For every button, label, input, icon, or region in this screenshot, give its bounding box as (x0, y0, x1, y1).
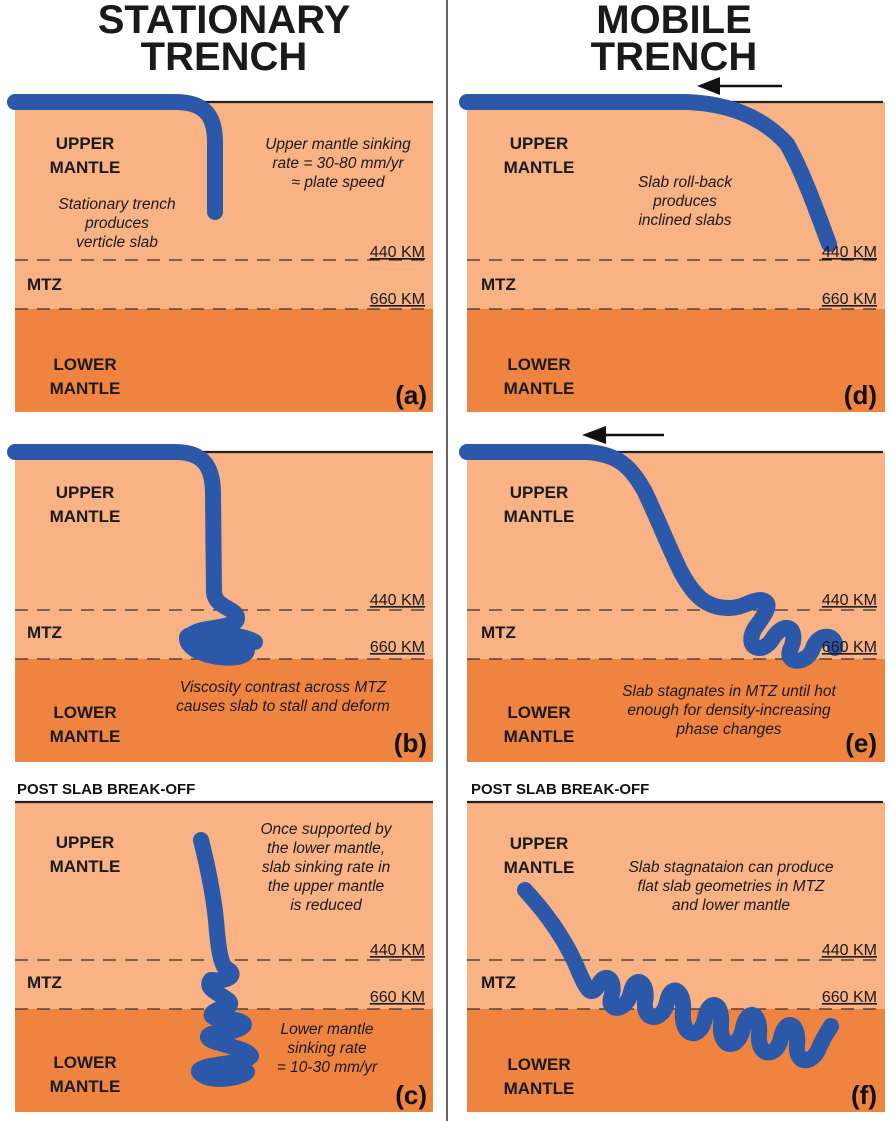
panel-e-upper-mantle-label-2: MANTLE (504, 507, 575, 526)
panel-a-note-2: rate = 30-80 mm/yr (272, 155, 404, 172)
panel-a-slab (7, 94, 223, 220)
panel-d-440-label: 440 KM (822, 244, 877, 261)
panel-c-upper-mantle-label-1: UPPER (56, 833, 115, 852)
panel-c-note-4: the upper mantle (268, 878, 385, 895)
panel-f-note-3: and lower mantle (672, 897, 790, 914)
panel-b-slab (7, 444, 263, 666)
panel-b-lower-mantle-label-2: MANTLE (50, 727, 121, 746)
panel-b-label: (b) (394, 728, 427, 758)
panel-b-note-2: causes slab to stall and deform (176, 698, 390, 715)
panel-d: UPPER MANTLE Slab roll-back produces inc… (459, 94, 886, 413)
panel-d-note-2: produces (652, 193, 717, 210)
panel-f-note-1: Slab stagnataion can produce (628, 859, 833, 876)
panel-f-label: (f) (851, 1080, 877, 1110)
panel-a-note-3: ≈ plate speed (292, 174, 386, 191)
panel-c-slab (190, 832, 259, 1087)
panel-c-440-label: 440 KM (370, 942, 425, 959)
panel-a-lower-mantle-label-1: LOWER (53, 355, 116, 374)
panel-c-note-1: Once supported by (261, 821, 393, 838)
panel-e-note-3: phase changes (675, 721, 781, 738)
panel-f-mtz-label: MTZ (481, 973, 516, 992)
panel-c-lower-mantle-label-1: LOWER (53, 1053, 116, 1072)
panel-e-440-label: 440 KM (822, 592, 877, 609)
panel-f-440-label: 440 KM (822, 942, 877, 959)
header-mobile-line2: TRENCH (591, 35, 758, 79)
header-stationary-line2: TRENCH (141, 35, 308, 79)
panel-a: UPPER MANTLE Upper mantle sinking rate =… (7, 94, 434, 413)
panel-c-label: (c) (395, 1080, 427, 1110)
panel-f-660-label: 660 KM (822, 989, 877, 1006)
panel-c-note-2: the lower mantle, (267, 840, 385, 857)
panel-c-mtz-label: MTZ (27, 973, 62, 992)
panel-c-note-7: sinking rate (287, 1040, 367, 1057)
panel-e: UPPER MANTLE 440 KM MTZ 660 KM Slab stag… (459, 444, 886, 763)
panel-c-note-5: is reduced (290, 897, 363, 914)
panel-c-lower-mantle-label-2: MANTLE (50, 1077, 121, 1096)
panel-c: UPPER MANTLE Once supported by the lower… (14, 800, 434, 1113)
panel-a-note-4: Stationary trench (58, 196, 175, 213)
panel-c-660-label: 660 KM (370, 989, 425, 1006)
panel-e-mtz-label: MTZ (481, 623, 516, 642)
panel-d-upper-mantle-label-1: UPPER (510, 134, 569, 153)
panel-b: UPPER MANTLE 440 KM MTZ 660 KM Viscosity… (7, 444, 434, 763)
panel-d-label: (d) (844, 380, 877, 410)
panel-a-note-1: Upper mantle sinking (265, 136, 411, 153)
panel-a-upper-mantle-label-1: UPPER (56, 134, 115, 153)
panel-f-upper-mantle-label-1: UPPER (510, 834, 569, 853)
panel-e-rollback-arrow-icon (582, 426, 664, 444)
post-break-off-label-left: POST SLAB BREAK-OFF (17, 781, 195, 798)
panel-e-660-label: 660 KM (822, 639, 877, 656)
panel-a-mtz-label: MTZ (27, 275, 62, 294)
panel-e-slab (459, 444, 844, 669)
post-break-off-label-right: POST SLAB BREAK-OFF (471, 781, 649, 798)
panel-e-upper-mantle-label-1: UPPER (510, 483, 569, 502)
panel-f-upper-mantle-label-2: MANTLE (504, 858, 575, 877)
panel-e-note-2: enough for density-increasing (627, 702, 831, 719)
panel-f-note-2: flat slab geometries in MTZ (638, 878, 825, 895)
panel-d-lower-mantle-label-1: LOWER (507, 355, 570, 374)
panel-e-note-1: Slab stagnates in MTZ until hot (622, 683, 836, 700)
panel-a-upper-mantle-label-2: MANTLE (50, 158, 121, 177)
panel-a-660-label: 660 KM (370, 291, 425, 308)
panel-f: UPPER MANTLE Slab stagnataion can produc… (466, 800, 886, 1113)
panel-a-label: (a) (395, 380, 427, 410)
panel-b-660-label: 660 KM (370, 639, 425, 656)
panel-f-lower-mantle-label-2: MANTLE (504, 1079, 575, 1098)
header-stationary-line1: STATIONARY (98, 0, 351, 42)
panel-b-upper-mantle-label-1: UPPER (56, 483, 115, 502)
panel-d-note-3: inclined slabs (638, 212, 731, 229)
panel-f-slab (517, 882, 839, 1069)
panel-b-440-label: 440 KM (370, 592, 425, 609)
panel-d-mtz-label: MTZ (481, 275, 516, 294)
header-mobile-line1: MOBILE (596, 0, 752, 42)
panel-e-lower-mantle-label-2: MANTLE (504, 727, 575, 746)
panel-d-660-label: 660 KM (822, 291, 877, 308)
panel-e-label: (e) (845, 728, 877, 758)
panel-a-note-5: produces (84, 215, 149, 232)
panel-b-lower-mantle-label-1: LOWER (53, 703, 116, 722)
panel-d-rollback-arrow-icon (697, 77, 782, 95)
panel-c-note-8: = 10-30 mm/yr (277, 1059, 378, 1076)
panel-c-upper-mantle-label-2: MANTLE (50, 857, 121, 876)
panel-c-note-6: Lower mantle (280, 1021, 373, 1038)
panel-a-note-6: verticle slab (76, 234, 158, 251)
panel-b-mtz-label: MTZ (27, 623, 62, 642)
panel-d-upper-mantle-label-2: MANTLE (504, 158, 575, 177)
panel-a-440-label: 440 KM (370, 244, 425, 261)
panel-f-lower-mantle-label-1: LOWER (507, 1055, 570, 1074)
panel-b-note-1: Viscosity contrast across MTZ (180, 679, 387, 696)
panel-a-lower-mantle-label-2: MANTLE (50, 379, 121, 398)
panel-b-upper-mantle-label-2: MANTLE (50, 507, 121, 526)
panel-c-note-3: slab sinking rate in (262, 859, 390, 876)
panel-d-lower-mantle-label-2: MANTLE (504, 379, 575, 398)
panel-d-note-1: Slab roll-back (638, 174, 733, 191)
panel-d-slab (459, 94, 837, 252)
panel-e-lower-mantle-label-1: LOWER (507, 703, 570, 722)
